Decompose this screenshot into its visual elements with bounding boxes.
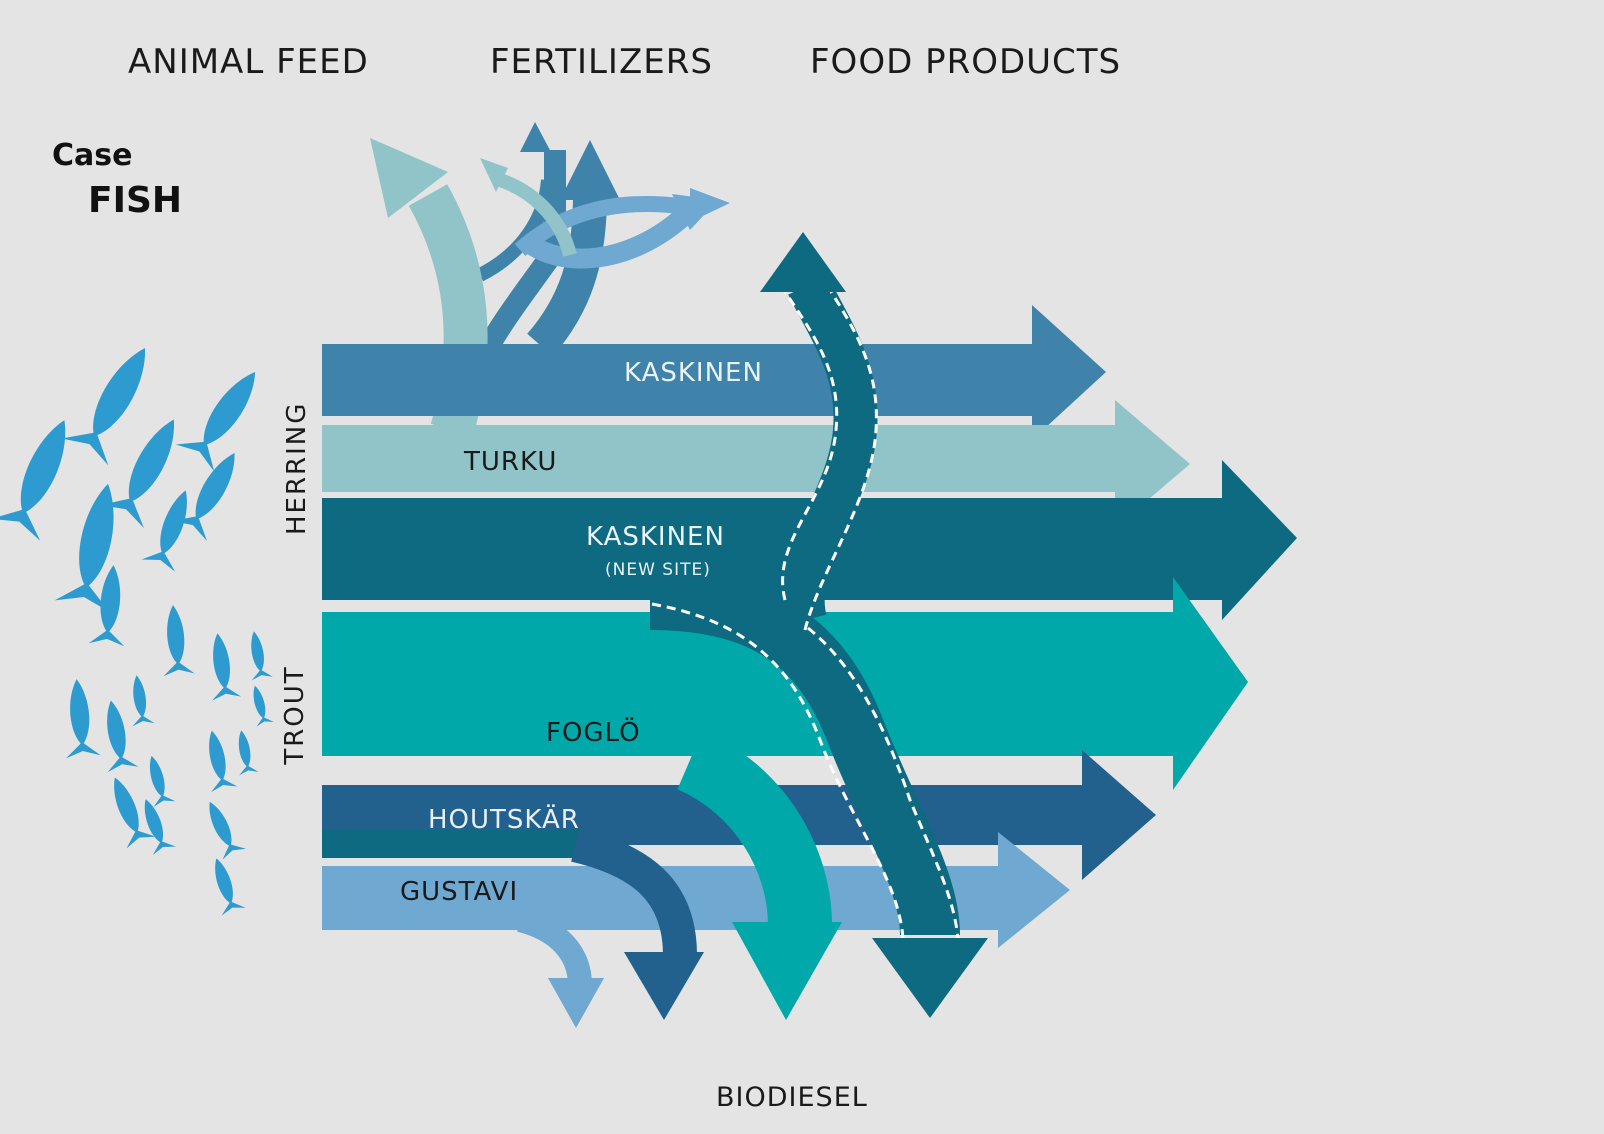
site-kaskinen-new-note: (NEW SITE)	[605, 560, 711, 580]
kaskinen-new-food-dashed-edge-left	[781, 289, 839, 601]
fish-icon	[54, 483, 114, 612]
site-foglo-label: FOGLÖ	[546, 718, 641, 748]
trout-group-label: TROUT	[280, 665, 310, 765]
foglo-biodiesel-arrowhead	[732, 922, 842, 1020]
kaskinen-new-biodiesel-arrowhead	[872, 938, 988, 1018]
kaskinen-new-biodiesel-dashed-edge-right	[807, 626, 960, 941]
fish-icon	[114, 777, 156, 849]
gustavi-to-biodiesel-flow	[516, 908, 592, 986]
fish-icon	[132, 675, 155, 727]
fish-icon	[144, 799, 176, 856]
fish-icon	[149, 755, 176, 808]
kaskinen-new-to-biodiesel-flow	[649, 570, 960, 937]
site-gustavi-label: GUSTAVI	[400, 877, 519, 907]
turku-fertilizer-small-arrowhead	[480, 158, 508, 192]
site-kaskinen-new-label: KASKINEN	[586, 522, 725, 552]
fish-icon	[209, 730, 238, 793]
houtskar-biodiesel-arrowhead	[624, 952, 704, 1020]
fish-icon	[163, 605, 195, 677]
gustavi-biodiesel-arrowhead	[548, 978, 604, 1028]
turku-band	[322, 400, 1190, 528]
kaskinen-fertilizer-main-arrowhead	[560, 140, 620, 200]
turku-animal-feed-arrowhead	[370, 138, 448, 218]
animal-feed-label: ANIMAL FEED	[128, 42, 369, 82]
fish-icon	[107, 700, 139, 773]
fertilizers-label: FERTILIZERS	[490, 42, 713, 82]
kaskinen-new-biodiesel-dashed-edge-left	[651, 602, 905, 941]
fish-icon	[238, 730, 259, 776]
kaskinen-new-food-arrowhead	[760, 232, 846, 292]
turku-food-arrowhead-2	[690, 188, 730, 222]
turku-to-fertilizer-small-flow	[497, 173, 577, 257]
gustavi-band	[322, 832, 1070, 948]
kaskinen-band	[322, 305, 1106, 440]
fish-icon	[211, 633, 242, 701]
kaskinen-new-food-dashed-edge-right	[803, 289, 878, 631]
kaskinen-new-to-food-flow	[780, 275, 878, 626]
fish-icon	[215, 858, 246, 916]
site-kaskinen-label: KASKINEN	[624, 358, 763, 388]
foglo-band	[322, 577, 1248, 790]
herring-group-label: HERRING	[282, 401, 312, 535]
fish-icon	[88, 565, 125, 647]
case-label: Case	[52, 138, 133, 173]
fish-icon	[65, 679, 101, 759]
foglo-to-biodiesel-flow	[676, 730, 832, 927]
fish-icon	[209, 801, 247, 860]
food-products-label: FOOD PRODUCTS	[810, 42, 1122, 82]
fish-icon	[253, 685, 274, 727]
biodiesel-label: BIODIESEL	[716, 1082, 868, 1113]
site-houtskar-label: HOUTSKÄR	[428, 805, 580, 835]
houtskar-dark-stripe	[322, 830, 578, 858]
fish-icon	[175, 371, 256, 472]
site-turku-label: TURKU	[464, 447, 558, 477]
fish-icon	[61, 348, 146, 466]
fish-school	[0, 348, 274, 916]
fish-icon	[251, 631, 273, 681]
houtskar-to-biodiesel-flow	[570, 828, 697, 956]
fish-icon	[141, 490, 187, 572]
turku-to-food-flow-1	[518, 207, 692, 269]
turku-to-food-flow-2	[514, 195, 681, 257]
case-title: FISH	[88, 180, 183, 221]
fish-icon	[0, 420, 66, 541]
kaskinen-fertilizer-arrowhead	[520, 122, 551, 152]
